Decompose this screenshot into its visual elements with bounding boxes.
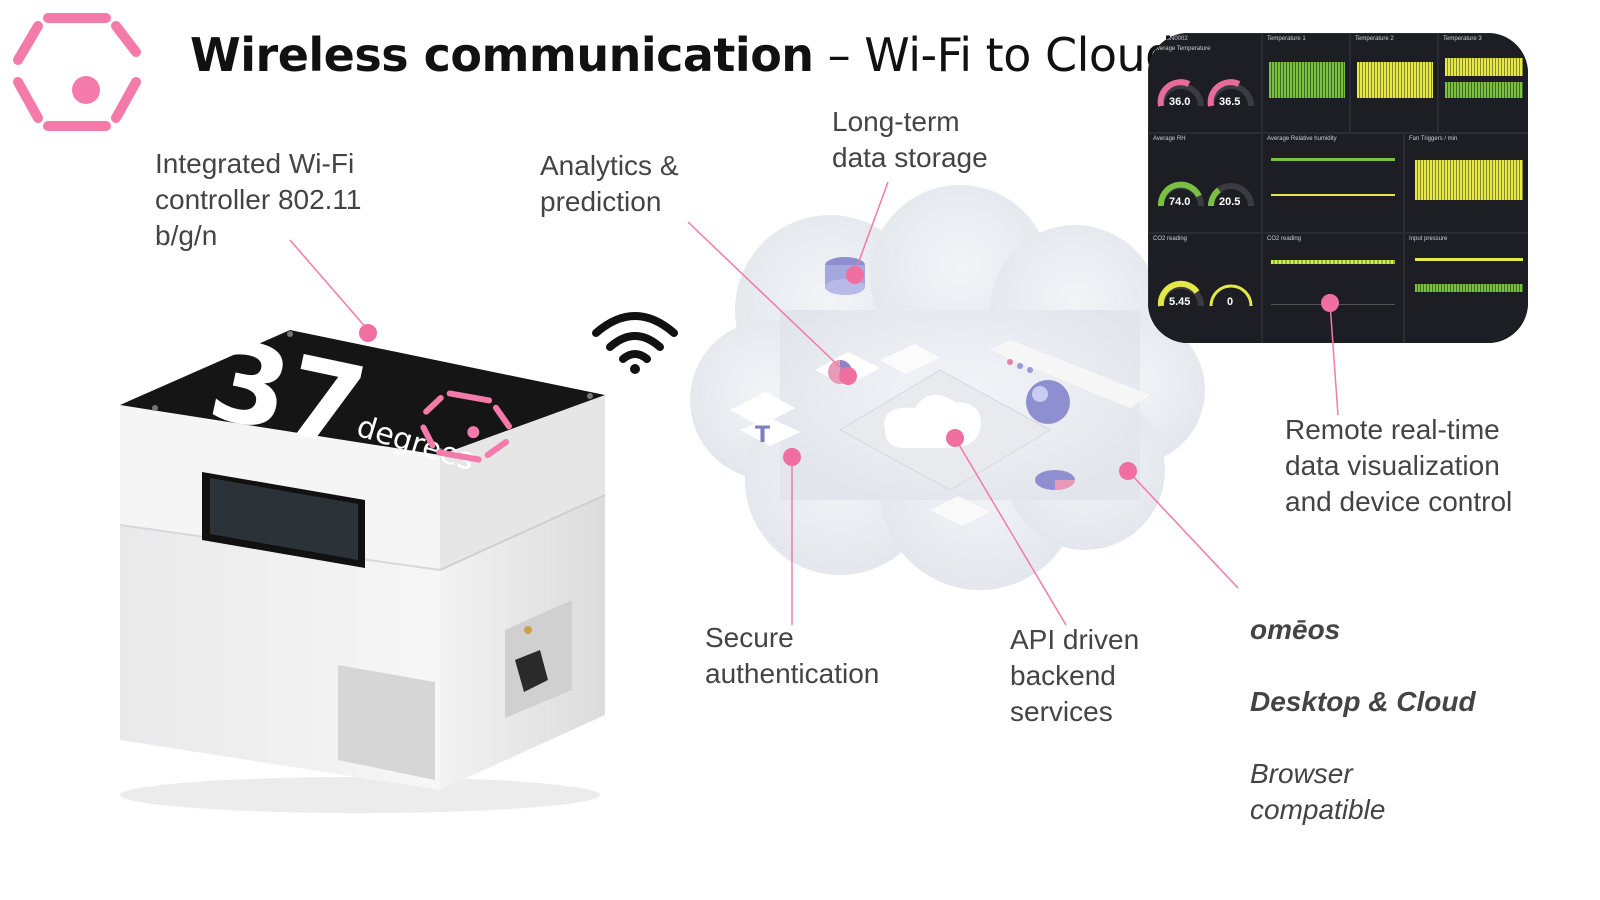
panel-temp1: Temperature 1 <box>1262 33 1350 133</box>
label-remote: Remote real-time data visualization and … <box>1285 414 1513 517</box>
device-illustration: 37 degrees <box>119 320 606 813</box>
panel-title: Average Relative humidity <box>1267 136 1337 142</box>
label-analytics: Analytics & prediction <box>540 150 679 217</box>
label-auth: Secure authentication <box>705 622 880 689</box>
panel-title: Input pressure <box>1409 236 1448 242</box>
title-bold: Wireless communication <box>190 28 814 82</box>
gauge-co2-1: 5.45 <box>1169 296 1191 308</box>
gauge-rh1: 74.0 <box>1169 196 1191 208</box>
panel-input-pressure: Input pressure <box>1404 233 1528 343</box>
gauge-rh2: 20.5 <box>1219 196 1241 208</box>
label-storage: Long-term data storage <box>832 106 988 173</box>
panel-title: Fan Triggers / min <box>1409 136 1458 142</box>
panel-title: Temperature 1 <box>1267 36 1306 42</box>
omeos-note: Browser compatible <box>1250 758 1386 825</box>
label-omeos: omēos Desktop & Cloud Browser compatible <box>1250 576 1476 864</box>
panel-co2-gauge: CO2 reading 5.45 0 <box>1148 233 1262 343</box>
page-title: Wireless communication – Wi-Fi to Cloud <box>190 28 1174 82</box>
panel-avg-humidity: Average Relative humidity <box>1262 133 1404 233</box>
panel-temp2: Temperature 2 <box>1350 33 1438 133</box>
panel-fan-triggers: Fan Triggers / min <box>1404 133 1528 233</box>
label-wifi-controller: Integrated Wi-Fi controller 802.11 b/g/n <box>155 148 362 251</box>
panel-subtitle: Average Temperature <box>1153 46 1211 52</box>
panel-title: Average RH <box>1153 136 1186 142</box>
panel-co2-reading: CO2 reading <box>1262 233 1404 343</box>
logo-icon <box>13 13 141 131</box>
panel-title: Dl & SN0002 <box>1153 36 1188 42</box>
gauge-co2-2: 0 <box>1227 296 1234 308</box>
gauge-temp2: 36.5 <box>1219 96 1241 108</box>
wifi-icon <box>592 312 678 374</box>
panel-title: CO2 reading <box>1153 236 1188 242</box>
cloud-illustration: T <box>690 185 1205 590</box>
panel-avg-temp: Dl & SN0002 Average Temperature 36.0 36.… <box>1148 33 1262 133</box>
omeos-name: omēos <box>1250 614 1341 645</box>
panel-title: Temperature 2 <box>1355 36 1394 42</box>
omeos-sub: Desktop & Cloud <box>1250 686 1476 717</box>
panel-title: Temperature 3 <box>1443 36 1482 42</box>
title-rest: – Wi-Fi to Cloud <box>813 28 1175 82</box>
gauge-temp1: 36.0 <box>1169 96 1191 108</box>
lid-logo-icon <box>420 390 512 463</box>
dashboard-screenshot: Dl & SN0002 Average Temperature 36.0 36.… <box>1148 33 1528 343</box>
svg-text:T: T <box>755 423 770 448</box>
panel-temp3: Temperature 3 <box>1438 33 1528 133</box>
panel-title: CO2 reading <box>1267 236 1302 242</box>
panel-avg-rh: Average RH 74.0 20.5 <box>1148 133 1262 233</box>
label-api: API driven backend services <box>1010 624 1140 727</box>
